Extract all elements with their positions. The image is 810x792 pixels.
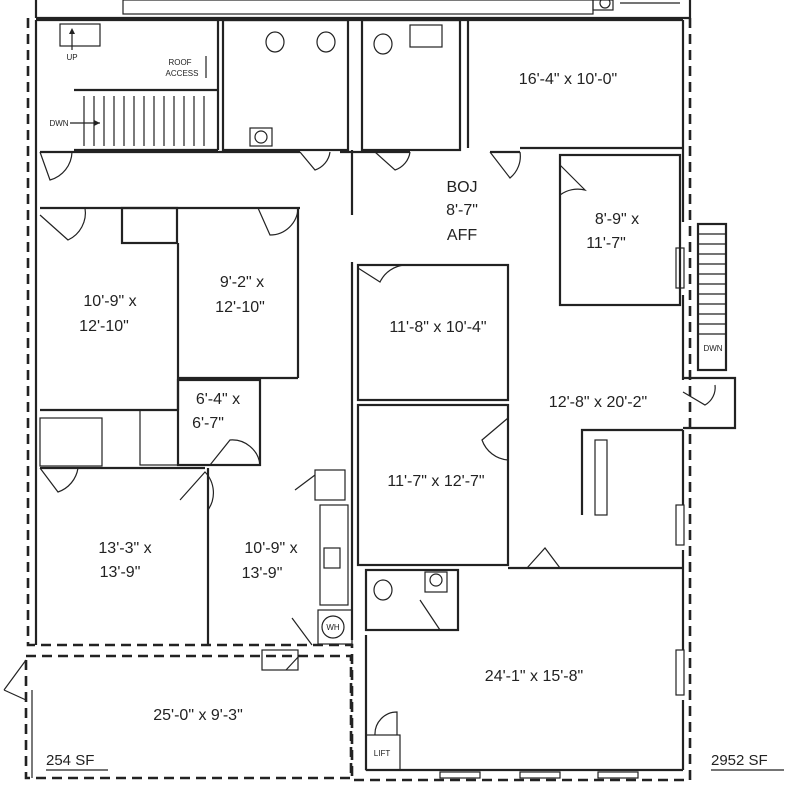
main-area: 2952 SF: [711, 752, 768, 769]
room-label: 11'-7": [586, 235, 626, 252]
wh-label: WH: [326, 623, 340, 632]
room-label: 8'-7": [446, 202, 478, 219]
garage-area: 254 SF: [46, 752, 94, 769]
top-strip: [34, 0, 692, 20]
lift-label: LIFT: [374, 749, 391, 758]
interior-walls: [3, 18, 737, 779]
dwn-right-label: DWN: [703, 344, 722, 353]
room-label: 16'-4" x 10'-0": [519, 71, 617, 88]
room-label: 12'-8" x 20'-2": [549, 394, 647, 411]
area-labels: 254 SF 2952 SF: [46, 752, 784, 771]
access-label: ACCESS: [166, 69, 199, 78]
building-outline: [24, 18, 692, 782]
room-label: 13'-9": [242, 565, 283, 582]
dwn-label: DWN: [49, 119, 68, 128]
room-label: 8'-9" x: [595, 211, 639, 228]
room-label: 10'-9" x: [83, 293, 136, 310]
room-label: 11'-7" x 12'-7": [387, 473, 484, 490]
room-label: 6'-7": [192, 415, 224, 432]
room-label: 12'-10": [79, 318, 129, 335]
room-label: BOJ: [446, 179, 477, 196]
room-label: 9'-2" x: [220, 274, 264, 291]
room-label: 25'-0" x 9'-3": [153, 707, 243, 724]
room-label: 6'-4" x: [196, 391, 240, 408]
room-label: 24'-1" x 15'-8": [485, 668, 583, 685]
room-label: 11'-8" x 10'-4": [389, 319, 486, 336]
annotations: UP DWN ROOF ACCESS DWN WH LIFT: [49, 53, 722, 758]
up-label: UP: [66, 53, 77, 62]
garage-outline: [24, 654, 353, 780]
room-label: 13'-9": [100, 564, 141, 581]
room-label: 13'-3" x: [98, 540, 151, 557]
roof-label: ROOF: [168, 58, 191, 67]
room-labels: 16'-4" x 10'-0" BOJ 8'-7" AFF 8'-9" x 11…: [79, 71, 647, 724]
room-label: 10'-9" x: [244, 540, 297, 557]
room-label: 12'-10": [215, 299, 265, 316]
room-label: AFF: [447, 227, 477, 244]
